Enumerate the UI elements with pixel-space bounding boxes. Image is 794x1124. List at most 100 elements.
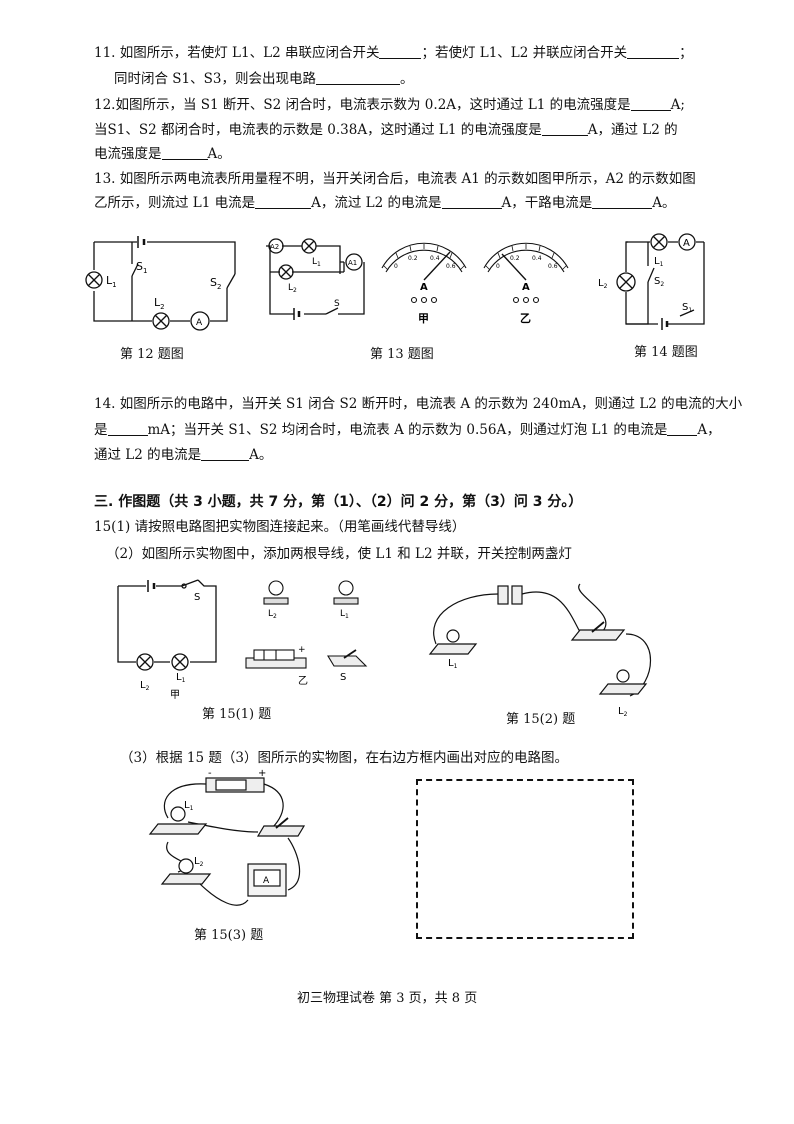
q14-text-f: A。: [249, 447, 273, 463]
q13-line1: 13. 如图所示两电流表所用量程不明，当开关闭合后，电流表 A1 的示数如图甲所…: [94, 170, 696, 188]
q14-text-a: 14. 如图所示的电路中，当开关 S1 闭合 S2 断开时，电流表 A 的示数为…: [94, 396, 743, 412]
caption-14: 第 14 题图: [634, 345, 698, 360]
caption-15-2: 第 15(2) 题: [506, 712, 576, 727]
fig15-3-label-L1: L1: [184, 800, 194, 812]
q11-blank-2[interactable]: [627, 44, 680, 59]
fig15-1-label-jia: 甲: [170, 690, 180, 701]
meter-yi-label: 乙: [520, 312, 531, 325]
q12-line1: 12.如图所示，当 S1 断开、S2 闭合时，电流表示数为 0.2A，这时通过 …: [94, 96, 685, 114]
fig12-label-S1: S1: [136, 260, 147, 275]
q15-3-text: （3）根据 15 题（3）图所示的实物图，在右边方框内画出对应的电路图。: [120, 750, 568, 766]
answer-box-dashed[interactable]: [416, 779, 634, 939]
fig15-3-ammeter-label: A: [263, 876, 270, 886]
q13-blank-3[interactable]: [592, 194, 653, 209]
meter-jia-tick-0: 0: [394, 263, 398, 270]
q13-blank-1[interactable]: [255, 194, 312, 209]
fig15-1-comp-S: S: [340, 672, 346, 683]
caption-13: 第 13 题图: [370, 347, 434, 362]
q15-2-text: （2）如图所示实物图中，添加两根导线，使 L1 和 L2 并联，开关控制两盏灯: [106, 546, 572, 562]
q13-blank-2[interactable]: [441, 194, 502, 209]
q12-blank-2[interactable]: [541, 121, 588, 136]
figure-14-circuit: A L1 L2 S2 S1: [598, 233, 705, 330]
fig15-1-label-L1: L1: [176, 672, 186, 684]
fig12-label-S2: S2: [210, 276, 221, 291]
q12-text-f: A。: [207, 146, 231, 162]
page-footer: 初三物理试卷 第 3 页，共 8 页: [297, 991, 478, 1006]
meter-yi-tick-3: 0.6: [548, 263, 558, 270]
q11-text-d: 同时闭合 S1、S3，则会出现电路: [114, 71, 316, 87]
meter-jia-label: 甲: [418, 312, 429, 325]
q12-text-b: A;: [670, 97, 685, 113]
figure-15-3-real-circuit: - + L1 L2 A: [148, 768, 306, 906]
fig15-1-label-S: S: [194, 592, 200, 603]
fig15-1-comp-L1: L1: [340, 609, 349, 620]
q12-line3: 电流强度是 A。: [94, 145, 231, 163]
q11-text-a: 11. 如图所示，若使灯 L1、L2 串联应闭合开关: [94, 45, 380, 61]
fig14-label-S1: S1: [682, 302, 692, 314]
q14-line3: 通过 L2 的电流是 A。: [94, 446, 272, 464]
fig14-label-L2: L2: [598, 278, 608, 290]
fig15-3-label-L2: L2: [194, 856, 204, 868]
q12-line2: 当S1、S2 都闭合时，电流表的示数是 0.38A，这时通过 L1 的电流强度是…: [94, 121, 678, 139]
q14-blank-2[interactable]: [667, 421, 698, 436]
figure-13-circuit: A2 A1 L1 L2 S: [266, 238, 365, 320]
meter-yi-tick-1: 0.2: [510, 255, 520, 262]
q11-text-e: 。: [399, 71, 414, 87]
fig13-label-L2: L2: [288, 283, 297, 294]
q14-blank-3[interactable]: [201, 446, 250, 461]
q14-line1: 14. 如图所示的电路中，当开关 S1 闭合 S2 断开时，电流表 A 的示数为…: [94, 395, 742, 413]
q14-text-c: mA；当开关 S1、S2 均闭合时，电流表 A 的示数为 0.56A，则通过灯泡…: [147, 422, 668, 438]
q12-text-c: 当S1、S2 都闭合时，电流表的示数是 0.38A，这时通过 L1 的电流强度是: [94, 122, 542, 138]
fig14-label-L1: L1: [654, 256, 664, 268]
fig13-label-S: S: [334, 299, 340, 309]
q11-line2: 同时闭合 S1、S3，则会出现电路 。: [114, 70, 413, 88]
fig15-3-plus: +: [258, 768, 266, 779]
fig14-label-S2: S2: [654, 276, 664, 288]
q12-text-a: 12.如图所示，当 S1 断开、S2 闭合时，电流表示数为 0.2A，这时通过 …: [94, 97, 631, 113]
q12-text-e: 电流强度是: [94, 146, 162, 162]
q12-blank-3[interactable]: [161, 145, 208, 160]
fig12-label-L2: L2: [154, 296, 165, 311]
fig15-1-label-L2: L2: [140, 680, 150, 692]
q13-text-d: A，干路电流是: [501, 195, 593, 211]
meter-yi-tick-0: 0: [496, 263, 500, 270]
q11-blank-1[interactable]: [379, 44, 422, 59]
section3-heading: 三. 作图题（共 3 小题，共 7 分，第（1）、（2）问 2 分，第（3）问 …: [94, 494, 583, 510]
q11-blank-3[interactable]: [315, 70, 400, 85]
q14-line2: 是 mA；当开关 S1、S2 均闭合时，电流表 A 的示数为 0.56A，则通过灯…: [94, 421, 721, 439]
q12-blank-1[interactable]: [630, 96, 671, 111]
q13-text-c: A，流过 L2 的电流是: [311, 195, 442, 211]
fig14-ammeter-label: A: [683, 238, 690, 249]
q11-line1: 11. 如图所示，若使灯 L1、L2 串联应闭合开关 ；若使灯 L1、L2 并联应…: [94, 44, 693, 62]
meter-yi-tick-2: 0.4: [532, 255, 542, 262]
q12-text-d: A，通过 L2 的: [587, 122, 678, 138]
figure-15-1-circuit: S L2 L1 甲: [117, 579, 217, 701]
fig15-2-label-L2: L2: [618, 706, 628, 718]
q14-text-d: A，: [697, 422, 721, 438]
caption-15-3: 第 15(3) 题: [194, 928, 264, 943]
meter-yi: 0 0.2 0.4 0.6 A 乙: [483, 242, 569, 325]
fig15-1-comp-L2: L2: [268, 609, 277, 620]
fig15-1-plus: +: [298, 645, 306, 655]
figure-15-2-real-circuit: L1 L2: [428, 583, 651, 718]
q13-text-a: 13. 如图所示两电流表所用量程不明，当开关闭合后，电流表 A1 的示数如图甲所…: [94, 171, 696, 187]
q15-1-text: 15(1) 请按照电路图把实物图连接起来。（用笔画线代替导线）: [94, 519, 466, 535]
q11-text-c: ；: [679, 45, 693, 61]
figure-15-1-components: L2 L1 + S 乙: [245, 580, 368, 687]
fig15-1-label-yi: 乙: [298, 675, 308, 687]
meter-jia-tick-1: 0.2: [408, 255, 418, 262]
q14-text-b: 是: [94, 422, 108, 438]
meter-jia-tick-2: 0.4: [430, 255, 440, 262]
fig13-label-A2: A2: [270, 243, 279, 251]
meter-jia-tick-3: 0.6: [446, 263, 456, 270]
q14-text-e: 通过 L2 的电流是: [94, 447, 202, 463]
caption-12: 第 12 题图: [120, 347, 184, 362]
q14-blank-1[interactable]: [107, 421, 148, 436]
fig15-3-minus: -: [208, 768, 212, 779]
fig15-2-label-L1: L1: [448, 658, 458, 670]
meter-yi-unit: A: [522, 282, 530, 293]
fig12-ammeter-label: A: [196, 318, 203, 328]
figure-12-circuit: L1 S1 S2 L2 A: [85, 236, 236, 331]
q11-text-b: ；若使灯 L1、L2 并联应闭合开关: [421, 45, 628, 61]
